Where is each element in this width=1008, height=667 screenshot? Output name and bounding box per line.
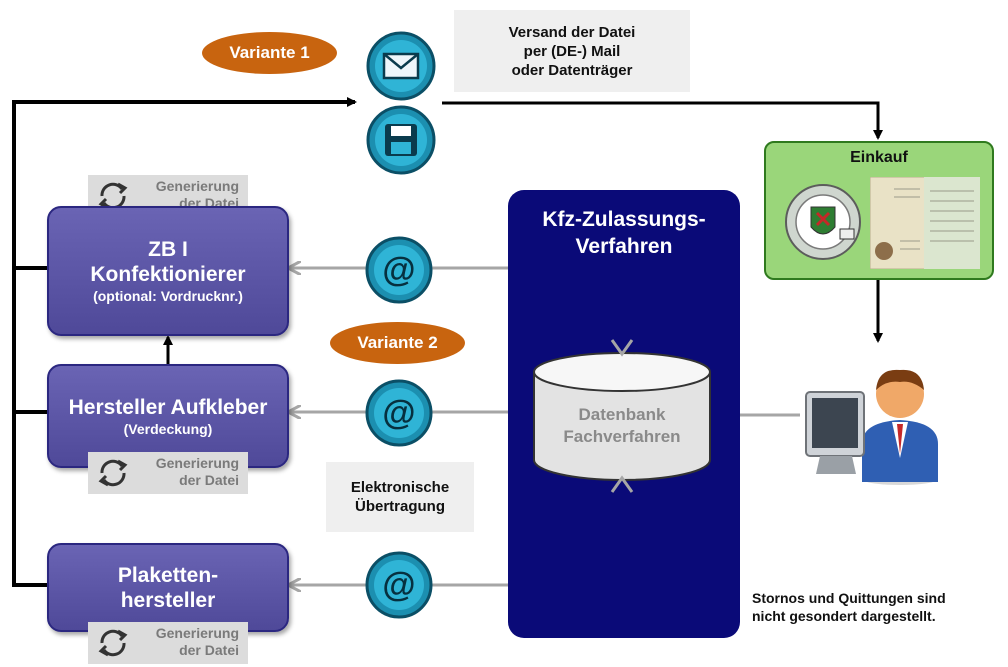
refresh-icon <box>98 629 128 657</box>
user-at-computer-icon <box>805 369 938 485</box>
kfz-title: Kfz-Zulassungs- <box>542 208 706 231</box>
versand-note-line: oder Datenträger <box>511 61 633 79</box>
zb-subtitle: (optional: Vordrucknr.) <box>93 288 243 304</box>
versand-note-line: Versand der Datei <box>508 23 636 41</box>
transfer-note-line: Elektronische <box>350 479 450 496</box>
versand-to-einkauf-arrow <box>442 101 883 140</box>
plakette-title-2: hersteller <box>120 588 216 612</box>
generierung-line: Generierung <box>155 455 239 471</box>
versand-note: Versand der Datei per (DE-) Mail oder Da… <box>454 10 690 92</box>
database-label-2: Fachverfahren <box>563 427 681 446</box>
footnote-line: Stornos und Quittungen sind <box>752 590 946 606</box>
transfer-note: Elektronische Übertragung <box>326 462 474 532</box>
einkauf-box: Einkauf <box>764 141 994 280</box>
seal-icon <box>785 184 861 260</box>
aufkleber-title: Hersteller Aufkleber <box>68 395 268 419</box>
kfz-title-2: Verfahren <box>575 235 673 258</box>
svg-text:@: @ <box>382 566 415 604</box>
refresh-icon <box>98 459 128 487</box>
footnote: Stornos und Quittungen sind nicht gesond… <box>752 589 946 625</box>
variant-2-badge: Variante 2 <box>330 322 465 364</box>
transfer-note-line: Übertragung <box>355 498 445 515</box>
plakette-title: Plaketten- <box>117 563 219 587</box>
svg-text:@: @ <box>382 394 415 432</box>
generierung-line: Generierung <box>155 178 239 194</box>
svg-text:@: @ <box>382 251 415 289</box>
generierung-line: der Datei <box>179 642 239 658</box>
database-cylinder <box>533 352 711 481</box>
einkauf-title: Einkauf <box>850 149 908 166</box>
zb-title: ZB I <box>148 238 188 261</box>
mail-icon <box>366 31 436 101</box>
document-icon <box>870 177 980 269</box>
loop-line <box>12 97 357 587</box>
at-icon: @ <box>365 379 433 447</box>
at-icon: @ <box>365 236 433 304</box>
generierung-line: der Datei <box>179 472 239 488</box>
zb-title-2: Konfektionierer <box>90 263 246 286</box>
zb-konfektionierer-box: ZB I Konfektionierer (optional: Vordruck… <box>47 206 289 336</box>
footnote-line: nicht gesondert dargestellt. <box>752 608 936 624</box>
variant-1-badge: Variante 1 <box>202 32 337 74</box>
database-label: Datenbank <box>578 405 666 424</box>
generierung-line: Generierung <box>155 625 239 641</box>
aufkleber-subtitle: (Verdeckung) <box>123 420 213 437</box>
at-icon: @ <box>365 551 433 619</box>
plakettenhersteller-box: Plaketten- hersteller <box>47 543 289 632</box>
floppy-disk-icon <box>366 105 436 175</box>
versand-note-line: per (DE-) Mail <box>523 42 621 60</box>
